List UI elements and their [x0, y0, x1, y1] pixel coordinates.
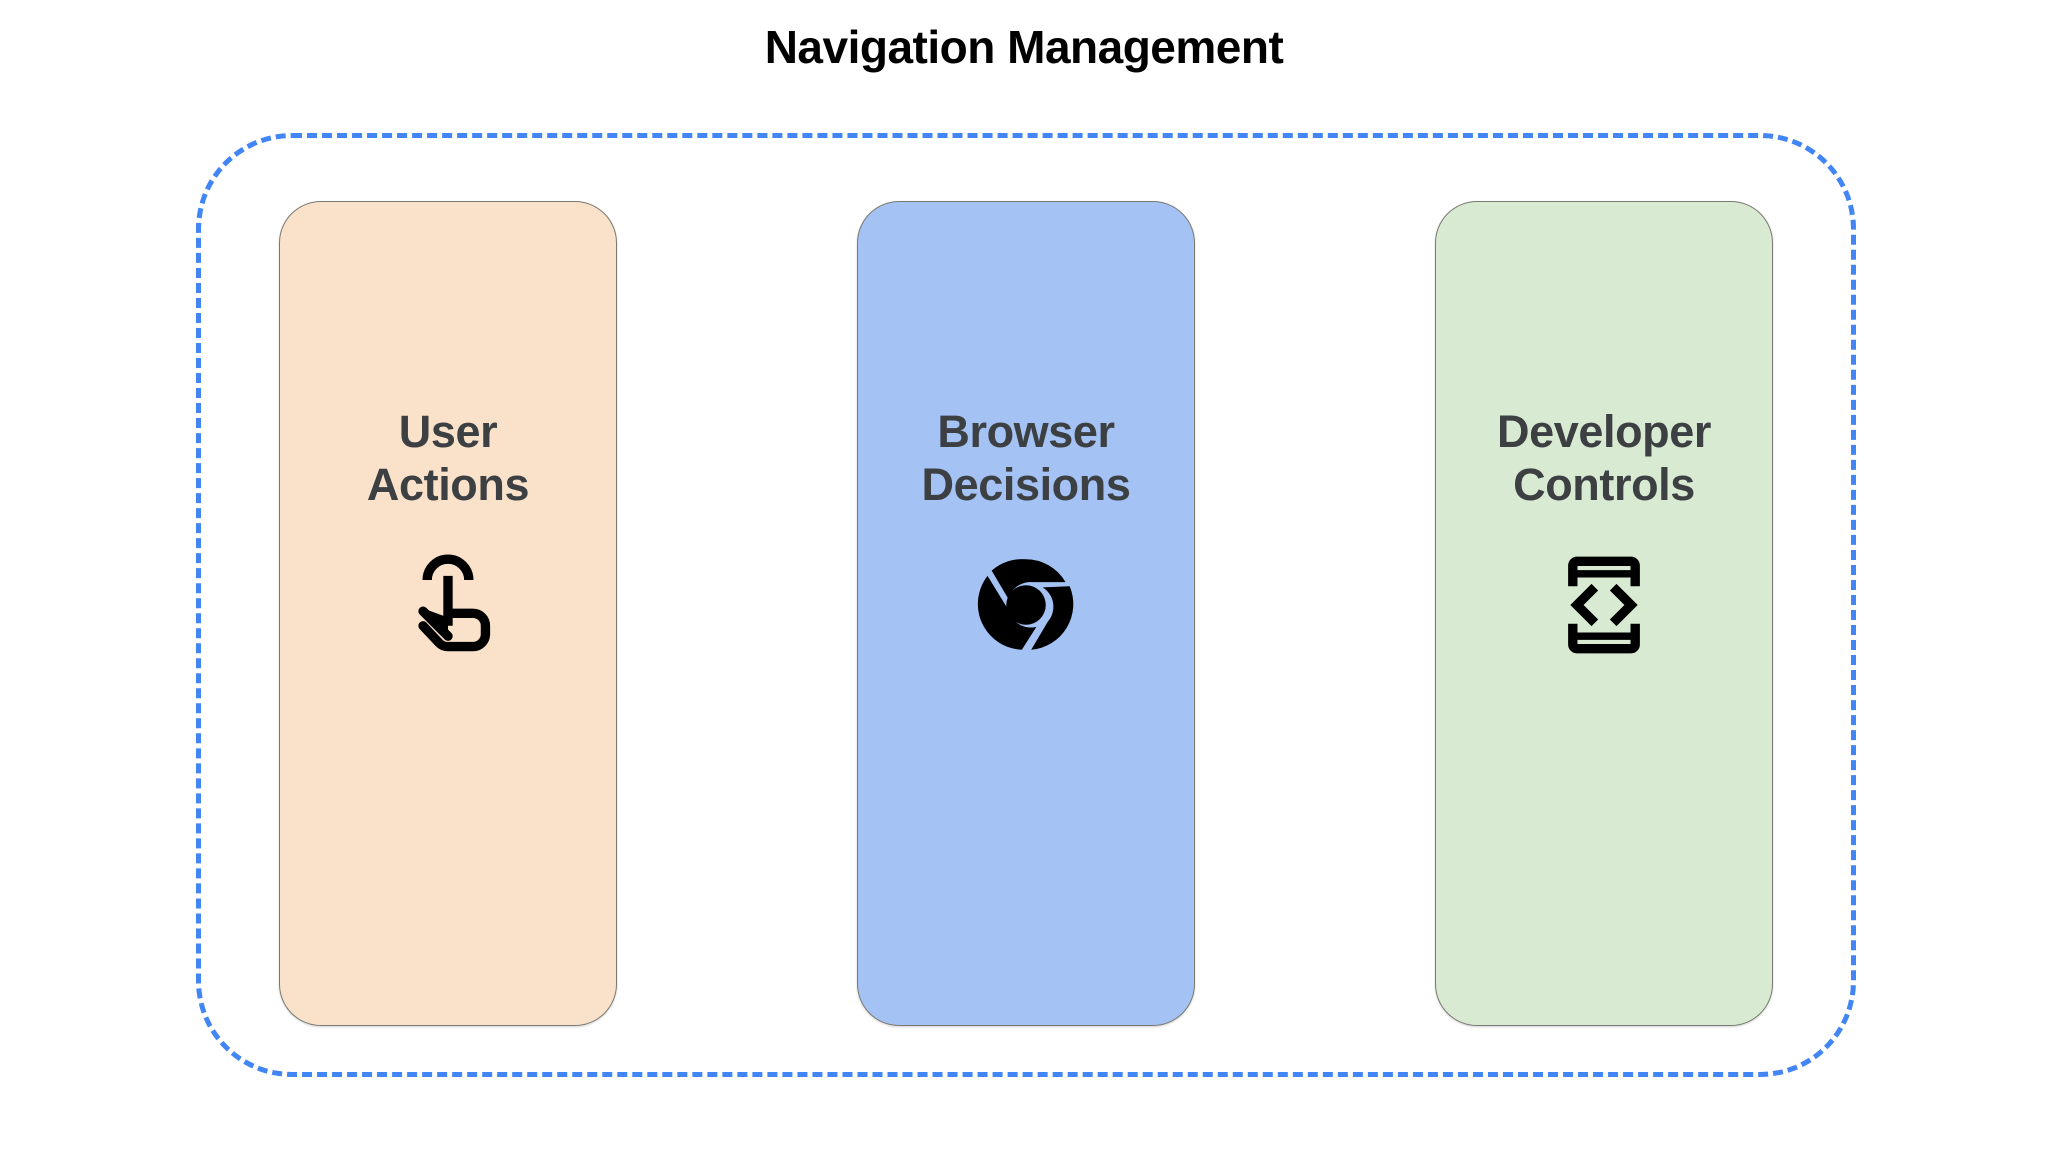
touch-app-icon [396, 553, 500, 657]
card-developer-controls[interactable]: Developer Controls [1435, 201, 1773, 1026]
developer-mode-icon [1552, 553, 1656, 657]
navigation-management-group-container [196, 133, 1856, 1077]
page-title: Navigation Management [764, 21, 1284, 73]
card-label-developer-controls: Developer Controls [1497, 406, 1711, 511]
card-label-browser-decisions: Browser Decisions [921, 406, 1131, 511]
card-browser-decisions[interactable]: Browser Decisions [857, 201, 1195, 1026]
chrome-logo-icon [974, 553, 1078, 657]
card-user-actions[interactable]: User Actions [279, 201, 617, 1026]
cards-row: User Actions Browser Decisions [196, 133, 1856, 1077]
card-label-user-actions: User Actions [366, 406, 530, 511]
